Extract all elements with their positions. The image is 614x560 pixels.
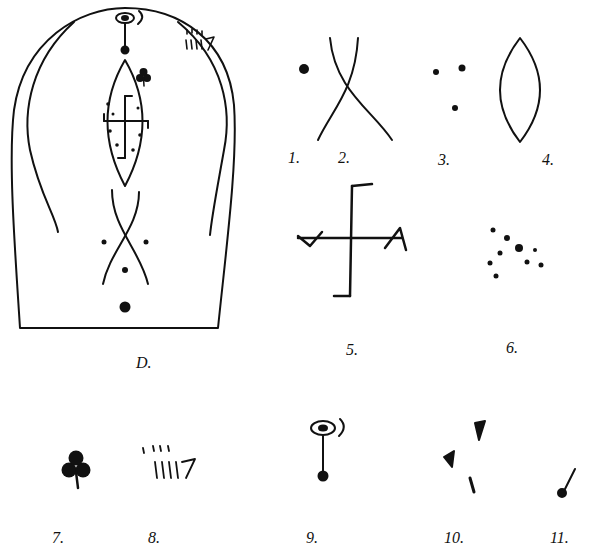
stroke-dot-symbol: [558, 469, 575, 497]
figure-letter: D.: [136, 355, 152, 371]
callout-number: 3.: [438, 152, 450, 168]
callout-number: 7.: [52, 530, 64, 546]
ring-stem-symbol: [311, 419, 344, 481]
callout-number: 5.: [346, 342, 358, 358]
tally-symbol: [143, 446, 195, 478]
callout-number: 6.: [506, 340, 518, 356]
callout-number: 10.: [444, 530, 464, 546]
vesica-symbol: [500, 38, 540, 142]
callout-number: 8.: [148, 530, 160, 546]
three-dots-symbol: [433, 65, 466, 112]
callout-number: 2.: [338, 150, 350, 166]
crossed-lines-symbol: [318, 38, 392, 140]
callout-number: 1.: [288, 150, 300, 166]
wedge-symbol: [444, 421, 485, 492]
carved-object: [12, 8, 235, 328]
callout-number: 11.: [550, 530, 569, 546]
callout-number: 9.: [306, 530, 318, 546]
dot-symbol: [299, 64, 309, 74]
callout-number: 4.: [542, 152, 554, 168]
swastika-symbol: [298, 184, 406, 296]
dot-cluster-symbol: [488, 228, 544, 279]
